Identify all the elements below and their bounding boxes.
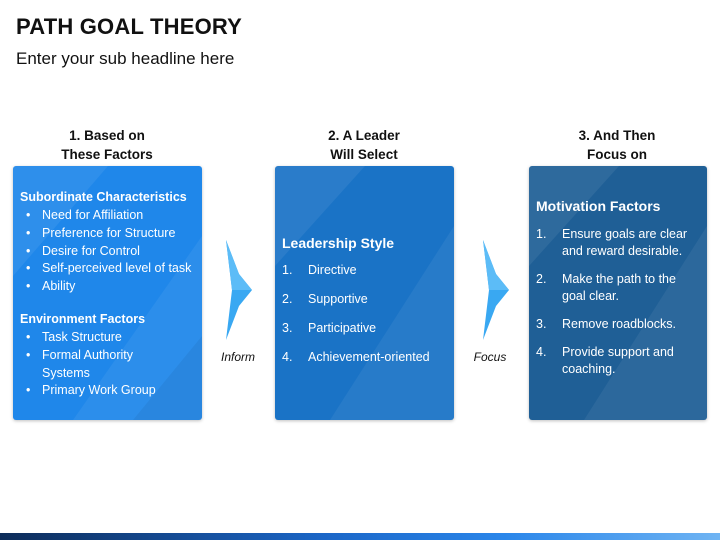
list-number: 1. (536, 227, 547, 241)
environment-heading: Environment Factors (20, 311, 146, 326)
subordinate-heading: Subordinate Characteristics (20, 190, 187, 204)
list-text: Supportive (308, 292, 368, 306)
list-text: Make the path to the goal clear. (562, 272, 676, 303)
motivation-factors-box: Motivation Factors 1. Ensure goals are cl… (529, 166, 707, 420)
list-text: Provide support and coaching. (562, 345, 674, 376)
leadership-style-list: 1. Directive 2. Supportive 3. Participative… (282, 262, 454, 366)
motivation-factors-heading: Motivation Factors (536, 198, 661, 214)
list-item: Preference for Structure (20, 225, 202, 243)
column-heading-3-line2: Focus on (587, 147, 647, 162)
list-item: 4. Provide support and coaching. (536, 344, 699, 378)
list-item: Primary Work Group (20, 382, 170, 400)
list-item: Desire for Control (20, 243, 202, 261)
list-number: 4. (536, 345, 547, 359)
footer-bar (0, 533, 720, 540)
factors-box: Subordinate Characteristics Need for Aff… (13, 166, 202, 420)
column-heading-1: 1. Based on These Factors (12, 126, 202, 164)
arrow-right-icon (226, 240, 252, 340)
list-item: 2. Supportive (282, 291, 454, 308)
list-item: 1. Directive (282, 262, 454, 279)
page-subtitle: Enter your sub headline here (16, 49, 235, 68)
column-heading-2-line2: Will Select (330, 147, 398, 162)
list-text: Directive (308, 263, 357, 277)
column-heading-3: 3. And Then Focus on (522, 126, 712, 164)
leadership-style-heading: Leadership Style (282, 235, 395, 251)
arrow-right-icon (483, 240, 509, 340)
list-number: 2. (282, 292, 293, 306)
environment-list: Task Structure Formal Authority Systems … (20, 329, 170, 400)
arrow-label-focus: Focus (473, 350, 507, 364)
list-text: Achievement-oriented (308, 350, 430, 364)
list-item: 3. Remove roadblocks. (536, 316, 699, 333)
list-item: Formal Authority Systems (20, 347, 170, 383)
column-heading-1-line2: These Factors (61, 147, 153, 162)
motivation-factors-list: 1. Ensure goals are clear and reward desi… (536, 226, 699, 378)
list-number: 2. (536, 272, 547, 286)
list-item: 3. Participative (282, 320, 454, 337)
list-item: 2. Make the path to the goal clear. (536, 271, 699, 305)
arrow-label-inform: Inform (220, 350, 255, 364)
list-number: 1. (282, 263, 293, 277)
list-item: Need for Affiliation (20, 207, 202, 225)
column-heading-1-line1: 1. Based on (69, 128, 145, 143)
list-text: Remove roadblocks. (562, 317, 676, 331)
list-item: 1. Ensure goals are clear and reward desi… (536, 226, 699, 260)
list-number: 3. (282, 321, 293, 335)
page-title: PATH GOAL THEORY (16, 14, 243, 39)
list-number: 3. (536, 317, 547, 331)
list-number: 4. (282, 350, 293, 364)
subordinate-list: Need for Affiliation Preference for Stru… (20, 207, 202, 296)
list-item: 4. Achievement-oriented (282, 349, 454, 366)
column-heading-2-line1: 2. A Leader (328, 128, 400, 143)
list-item: Self-perceived level of task (20, 260, 202, 278)
column-heading-3-line1: 3. And Then (578, 128, 656, 143)
list-text: Ensure goals are clear and reward desira… (562, 227, 688, 258)
list-item: Ability (20, 278, 202, 296)
list-item: Task Structure (20, 329, 170, 347)
leadership-style-box: Leadership Style 1. Directive 2. Supportiv… (275, 166, 454, 420)
list-text: Participative (308, 321, 377, 335)
column-heading-2: 2. A Leader Will Select (269, 126, 459, 164)
